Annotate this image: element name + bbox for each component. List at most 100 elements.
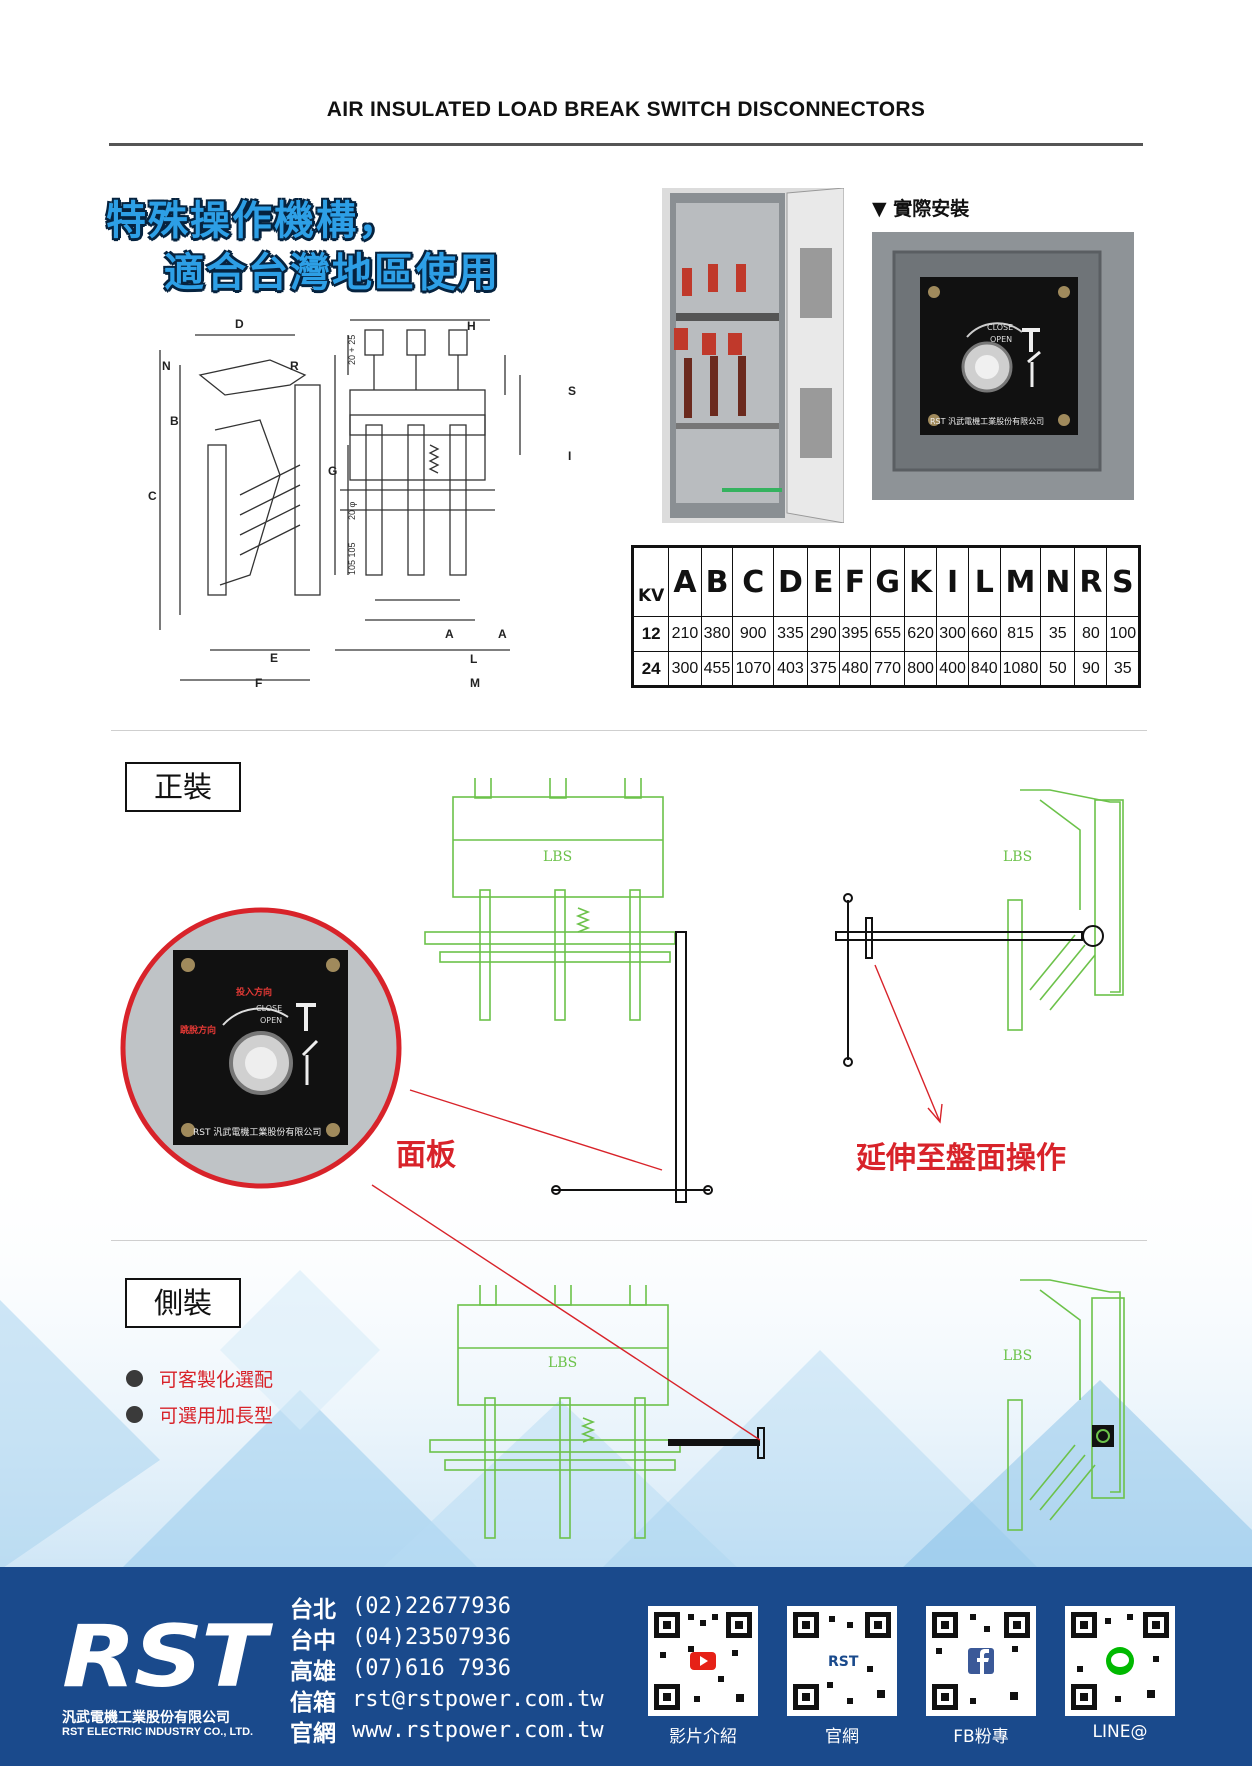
closeup-brand-text: RST 汎武電機工業股份有限公司 [193,1126,321,1138]
dim-label-h: H [467,319,476,333]
spec-cell: 380 [700,616,734,652]
spec-cell: 655 [870,616,905,652]
dim-label-d: D [235,317,244,331]
spec-table-header-row: KV A B C D E F G K I L M N R S [631,546,1141,617]
spec-cell: 90 [1074,651,1108,687]
panel-brand-text: RST 汎武電機工業股份有限公司 [930,416,1044,426]
dim-label-m: M [470,676,480,690]
page-title: AIR INSULATED LOAD BREAK SWITCH DISCONNE… [326,98,926,121]
operation-panel-photo: CLOSE OPEN RST 汎武電機工業股份有限公司 [872,232,1134,500]
spec-cell: 800 [903,651,938,687]
dim-label-c: C [148,489,157,503]
company-name-zh: 汎武電機工業股份有限公司 [62,1710,230,1726]
dim-label-g: G [328,464,337,478]
qr-caption: FB粉專 [953,1727,1009,1747]
lbs-label-front-side: LBS [1003,849,1032,865]
section-divider [111,1240,1147,1241]
qr-code-website[interactable]: RST [787,1606,897,1716]
bullet-text: 可客製化選配 [159,1368,274,1391]
qr-code-youtube[interactable] [648,1606,758,1716]
qr-youtube[interactable]: 影片介紹 [648,1606,758,1747]
contact-website: 官網 www.rstpower.com.tw [290,1715,604,1747]
website-link[interactable]: www.rstpower.com.tw [352,1718,604,1743]
dim-label-a2: A [498,627,507,641]
contact-value[interactable]: (02)22677936 [352,1594,511,1619]
panel-open-text: OPEN [990,335,1012,344]
bullet-text: 可選用加長型 [159,1404,274,1427]
qr-code-line[interactable] [1065,1606,1175,1716]
dimension-drawing: D N R B C G E F H S I A A L M 20 + 25 20… [148,317,576,690]
extend-callout: 延伸至盤面操作 [856,1141,1066,1176]
contact-email: 信箱 rst@rstpower.com.tw [290,1684,604,1716]
qr-line[interactable]: LINE@ [1065,1606,1175,1742]
dim-annotation-2: 20 φ [347,501,357,520]
contact-label: 信箱 [290,1689,336,1716]
spec-cell: 210 [668,616,702,652]
contact-value[interactable]: (04)23507936 [352,1625,511,1650]
contact-label: 台中 [290,1627,336,1654]
spec-cell: 480 [838,651,872,687]
spec-cell: 1080 [999,651,1042,687]
spec-header-s: S [1106,546,1141,617]
qr-code-facebook[interactable] [926,1606,1036,1716]
spec-table: KV A B C D E F G K I L M N R S 12 210 38… [631,545,1142,688]
spec-cell: 50 [1040,651,1076,687]
rst-icon: RST [828,1654,859,1670]
panel-close-text: CLOSE [987,323,1013,332]
spec-cell: 12 [631,616,670,652]
spec-cell: 400 [936,651,969,687]
spec-header-k: K [903,546,938,617]
spec-table-row: 12 210 380 900 335 290 395 655 620 300 6… [631,616,1141,652]
spec-cell: 335 [773,616,808,652]
dim-label-n: N [162,359,171,373]
qr-caption: LINE@ [1092,1722,1148,1742]
dim-label-f: F [255,676,262,690]
headline-line1: 特殊操作機構， [106,198,400,244]
spec-header-kv: KV [631,546,670,617]
spec-cell: 840 [967,651,1001,687]
dim-annotation-1: 20 + 25 [347,335,357,365]
title-divider [109,143,1143,146]
dim-label-i: I [568,449,571,463]
spec-header-r: R [1074,546,1108,617]
spec-cell: 100 [1106,616,1141,652]
spec-cell: 24 [631,651,670,687]
headline-line2: 適合台灣地區使用 [164,250,500,296]
spec-header-e: E [806,546,840,617]
spec-cell: 403 [773,651,808,687]
spec-cell: 35 [1106,651,1141,687]
contact-taipei: 台北 (02)22677936 [290,1591,604,1623]
spec-cell: 900 [732,616,775,652]
list-item: 可客製化選配 [126,1360,273,1396]
side-mount-label: 側裝 [125,1278,241,1328]
spec-header-a: A [668,546,702,617]
spec-cell: 395 [838,616,872,652]
spec-header-g: G [870,546,905,617]
spec-cell: 815 [999,616,1042,652]
contact-value[interactable]: (07)616 7936 [352,1656,511,1681]
spec-header-l: L [967,546,1001,617]
spec-cell: 660 [967,616,1001,652]
email-link[interactable]: rst@rstpower.com.tw [352,1687,604,1712]
qr-facebook[interactable]: FB粉專 [926,1606,1036,1747]
contact-kaohsiung: 高雄 (07)616 7936 [290,1653,604,1685]
spec-cell: 35 [1040,616,1076,652]
spec-table-row: 24 300 455 1070 403 375 480 770 800 400 … [631,651,1141,687]
install-label: ▼ 實際安裝 [872,198,970,220]
dim-label-l: L [470,652,477,666]
spec-cell: 80 [1074,616,1108,652]
contact-taichung: 台中 (04)23507936 [290,1622,604,1654]
cabinet-photo [662,188,844,523]
list-item: 可選用加長型 [126,1396,273,1432]
open-direction-label: 跳脫方向 [180,1024,216,1036]
dim-label-s: S [568,384,576,398]
spec-header-n: N [1040,546,1076,617]
lbs-label-front-view: LBS [543,849,572,865]
qr-website[interactable]: RST 官網 [787,1606,897,1747]
front-mount-label: 正裝 [125,762,241,812]
qr-caption: 影片介紹 [669,1727,737,1747]
contact-list: 台北 (02)22677936 台中 (04)23507936 高雄 (07)6… [290,1591,604,1747]
footer: RST 汎武電機工業股份有限公司 RST ELECTRIC INDUSTRY C… [0,1567,1252,1766]
contact-label: 高雄 [290,1658,336,1685]
dim-label-e: E [270,651,278,665]
